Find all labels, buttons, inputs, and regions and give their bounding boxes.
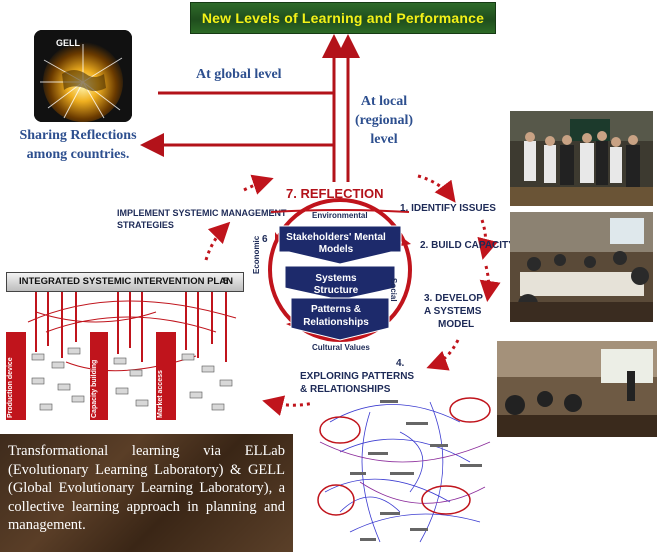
gell-logo: GELL (34, 30, 132, 122)
dotted-arrow-model (479, 265, 501, 302)
implement-strategies-label: IMPLEMENT SYSTEMIC MANAGEMENT STRATEGIES (117, 207, 287, 231)
bar-market-access: Market access (157, 370, 164, 418)
patterns-text: Patterns & Relationships (303, 304, 369, 328)
stakeholders-box (278, 225, 402, 265)
step-build-capacity: 2. BUILD CAPACITY (420, 240, 515, 251)
systems-structure-box (284, 265, 396, 301)
cultural-values-label: Cultural Values (312, 343, 370, 352)
step4-line-2: EXPLORING PATTERNS (300, 371, 415, 382)
sharing-reflections-label: Sharing Reflections among countries. (10, 126, 146, 164)
reflection-label: 7. REFLECTION (286, 186, 384, 201)
environmental-label: Environmental (312, 211, 368, 220)
step-develop-model: 3. DEVELOP A SYSTEMS MODEL (424, 292, 483, 331)
dotted-arrow-implement (204, 221, 231, 261)
stakeholders-label: Stakeholders' Mental Models (286, 232, 386, 255)
bar-production-device: Production device (7, 357, 14, 418)
sharing-line-1: Sharing Reflections (19, 128, 137, 143)
causal-loop-diagram (310, 392, 498, 552)
step3-line-1: 3. DEVELOP (424, 293, 483, 304)
plan-network (6, 292, 237, 420)
plan-number: 5 (223, 276, 229, 287)
patterns-box (290, 297, 390, 341)
implement-line-2: STRATEGIES (117, 220, 174, 230)
step4-line-1: 4. (396, 358, 405, 369)
implement-line-1: IMPLEMENT SYSTEMIC MANAGEMENT (117, 208, 287, 218)
page-title: New Levels of Learning and Performance (201, 10, 485, 26)
stakeholders-text: Stakeholders' Mental Models (281, 232, 391, 256)
bar-capacity-building: Capacity building (91, 359, 98, 418)
photo-workshop-standing (510, 111, 653, 206)
dotted-arrow-identify (417, 174, 456, 203)
sharing-line-2: among countries. (26, 147, 130, 162)
photo-workshop-meeting (510, 212, 653, 322)
dotted-arrow-reflection (243, 174, 274, 195)
local-level-line-3: level (370, 132, 398, 147)
dotted-arrow-explore (426, 339, 460, 371)
cycle-six-label: 6 (262, 234, 268, 245)
plan-header: INTEGRATED SYSTEMIC INTERVENTION PLAN 5 (6, 272, 244, 292)
reflection-number: 7. (286, 186, 297, 201)
systems-structure-text: Systems Structure (313, 273, 359, 296)
learning-cycle (268, 198, 412, 342)
intervention-plan: INTEGRATED SYSTEMIC INTERVENTION PLAN 5 … (6, 236, 261, 422)
dotted-arrow-to-plan (262, 395, 331, 416)
plan-title: INTEGRATED SYSTEMIC INTERVENTION PLAN (19, 276, 233, 287)
step-exploring-patterns: 4. EXPLORING PATTERNS & RELATIONSHIPS (300, 357, 414, 396)
gell-logo-text: GELL (56, 38, 80, 48)
local-level-line-2: (regional) (354, 113, 414, 128)
step-identify-issues: 1. IDENTIFY ISSUES (400, 203, 496, 214)
local-level-line-1: At local (360, 94, 408, 109)
step3-line-3: MODEL (438, 319, 475, 330)
reflection-text: REFLECTION (300, 186, 384, 201)
photo-workshop-presentation (497, 341, 657, 437)
title-banner: New Levels of Learning and Performance (190, 2, 496, 34)
global-level-label: At global level (196, 67, 282, 82)
step3-line-2: A SYSTEMS (424, 306, 482, 317)
globe-icon (34, 30, 132, 122)
social-label: Social (389, 278, 398, 302)
description-panel: Transformational learning via ELLab (Evo… (0, 434, 293, 552)
economic-label: Economic (252, 235, 261, 274)
step4-line-3: & RELATIONSHIPS (300, 384, 391, 395)
description-text: Transformational learning via ELLab (Evo… (8, 443, 285, 533)
local-level-label: At local (regional) level (352, 92, 416, 149)
